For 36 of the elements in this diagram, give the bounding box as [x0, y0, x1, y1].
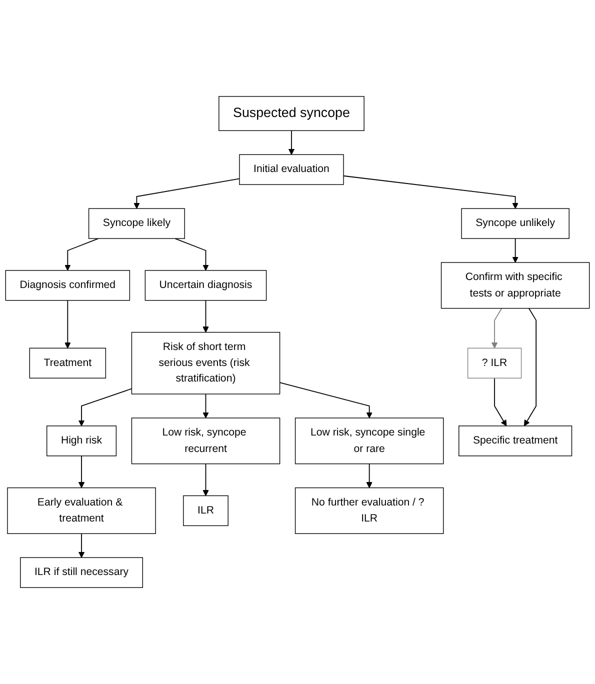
- process-box: Syncope likely: [88, 208, 185, 239]
- arrow: [64, 238, 99, 271]
- arrow: [343, 175, 518, 209]
- arrow: [78, 388, 132, 426]
- arrow: [366, 463, 372, 488]
- process-box: Early evaluation & treatment: [7, 487, 156, 534]
- arrow: [512, 238, 518, 263]
- arrow: [288, 130, 295, 155]
- arrow: [78, 533, 85, 558]
- process-box: ILR if still necessary: [20, 557, 143, 588]
- process-box: No further evaluation / ? ILR: [294, 487, 444, 534]
- process-box: Treatment: [29, 348, 106, 378]
- arrow: [524, 308, 537, 426]
- process-box: Confirm with specific tests or appropriate: [440, 262, 590, 309]
- process-box: Uncertain diagnosis: [144, 270, 267, 301]
- process-box: Suspected syncope: [218, 96, 364, 131]
- arrow: [494, 378, 507, 426]
- process-box: Risk of short term serious events (risk stratification): [131, 332, 280, 394]
- arrow: [174, 238, 209, 271]
- process-box: Diagnosis confirmed: [5, 270, 130, 301]
- arrow: [491, 308, 502, 348]
- arrow: [202, 300, 209, 333]
- arrow: [64, 300, 71, 348]
- process-box: Low risk, syncope single or rare: [294, 418, 444, 464]
- process-box: Syncope unlikely: [461, 208, 570, 239]
- process-box: ILR: [183, 495, 228, 526]
- process-box: Specific treatment: [458, 426, 572, 456]
- process-box: ? ILR: [467, 348, 522, 378]
- arrow: [134, 178, 240, 209]
- arrow: [279, 382, 372, 418]
- process-box: Low risk, syncope recurrent: [131, 418, 280, 464]
- arrow: [78, 455, 85, 488]
- arrow: [202, 463, 209, 496]
- process-box: High risk: [46, 426, 117, 456]
- arrow: [202, 394, 209, 418]
- process-box: Initial evaluation: [239, 154, 344, 185]
